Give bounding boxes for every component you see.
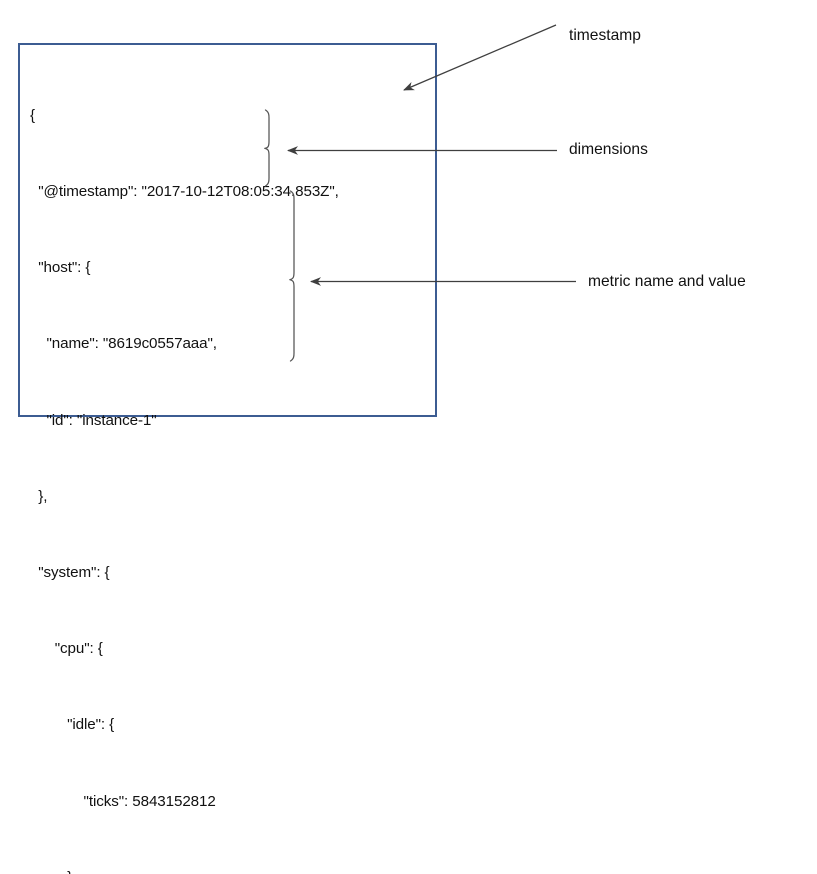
json-line-host-name: "name": "8619c0557aaa", [30,335,217,353]
annotation-label-timestamp: timestamp [569,27,641,44]
json-line-idle-open: "idle": { [30,716,115,734]
json-line-idle-close: }, [30,865,430,874]
json-line-host-close: }, [30,487,48,505]
annotation-label-dimensions: dimensions [569,141,648,158]
json-line-cpu-open: "cpu": { [30,640,103,658]
json-document-text: { "@timestamp": "2017-10-12T08:05:34.853… [30,52,430,874]
json-document-box [18,43,437,417]
diagram-canvas: { "@timestamp": "2017-10-12T08:05:34.853… [18,24,746,874]
json-line-system-open: "system": { [30,564,110,582]
annotation-label-metric-name-and-value: metric name and value [588,273,746,290]
json-line-timestamp: "@timestamp": "2017-10-12T08:05:34.853Z"… [30,183,339,201]
json-line-host-id: "id": "instance-1" [30,411,157,429]
json-line: { [30,106,35,124]
json-line-ticks: "ticks": 5843152812 [30,792,216,810]
json-line-host-open: "host": { [30,259,91,277]
